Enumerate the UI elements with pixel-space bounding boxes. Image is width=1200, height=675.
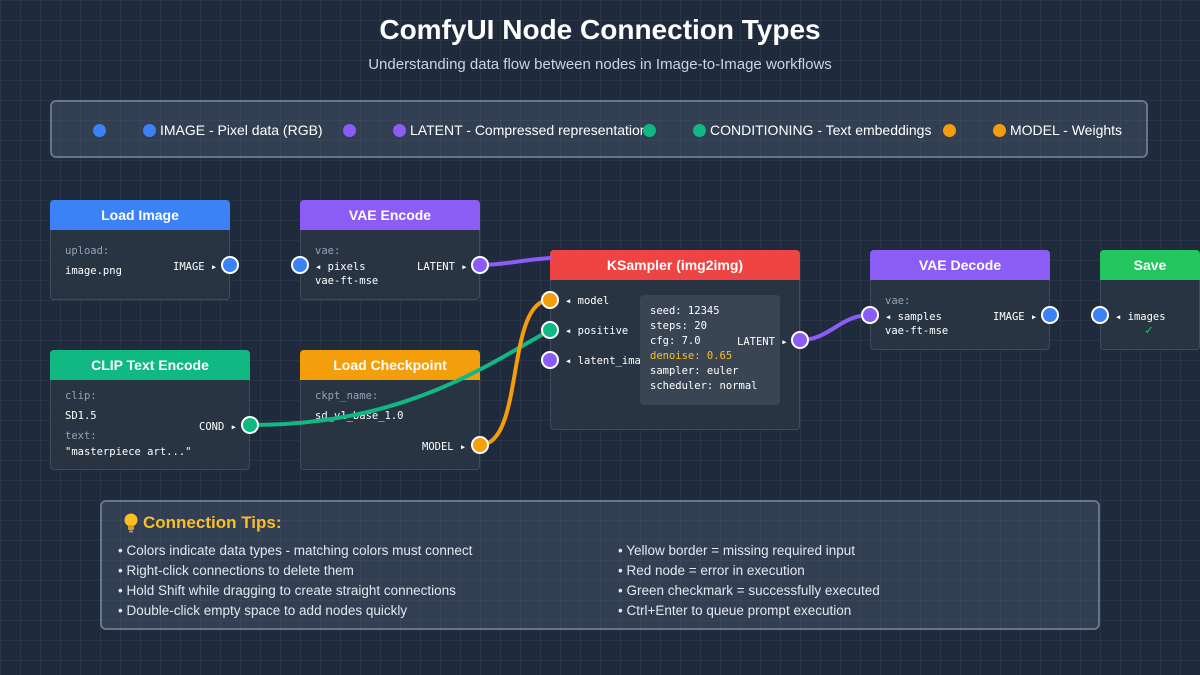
conditioning-color-swatch	[643, 124, 656, 137]
clip-output-port[interactable]	[241, 416, 259, 434]
latent-wire-sampler[interactable]	[798, 313, 872, 342]
vae-encode-pixels-port[interactable]	[291, 256, 309, 274]
ksampler-output-port[interactable]	[791, 331, 809, 349]
seed-param[interactable]: seed: 12345	[650, 305, 720, 317]
legend-model: MODEL - Weights	[1010, 122, 1123, 138]
node-title: CLIP Text Encode	[50, 350, 250, 380]
latent-color-swatch	[343, 124, 356, 137]
success-check-icon: ✓	[1145, 323, 1153, 338]
page-title: ComfyUI Node Connection Types	[379, 14, 821, 45]
model-input-label: ◂ model	[565, 295, 610, 307]
vae-label: vae:	[885, 295, 911, 307]
tip-item: • Ctrl+Enter to queue prompt execution	[618, 603, 852, 618]
latent-image-input-label: ◂ latent_image	[565, 355, 654, 367]
lightbulb-icon	[124, 513, 138, 533]
ksampler-latent-port[interactable]	[541, 351, 559, 369]
tip-item: • Green checkmark = successfully execute…	[618, 583, 880, 598]
ksampler-output-label: LATENT ▸	[737, 336, 788, 348]
node-title: VAE Encode	[300, 200, 480, 230]
samples-input-label: ◂ samples	[885, 311, 942, 323]
vae-value[interactable]: vae-ft-mse	[315, 275, 379, 287]
vae-encode-output-port[interactable]	[471, 256, 489, 274]
scheduler-param[interactable]: scheduler: normal	[650, 380, 758, 392]
node-title: KSampler (img2img)	[550, 250, 800, 280]
page-subtitle: Understanding data flow between nodes in…	[368, 56, 832, 73]
save-node[interactable]: Save	[1100, 250, 1200, 350]
clip-text-encode-node[interactable]: CLIP Text Encode	[50, 350, 250, 470]
checkpoint-output-port[interactable]	[471, 436, 489, 454]
denoise-param[interactable]: denoise: 0.65	[650, 350, 733, 362]
vae-decode-node[interactable]: VAE Decode	[870, 250, 1050, 350]
upload-value[interactable]: image.png	[65, 265, 122, 277]
prompt-text-value[interactable]: "masterpiece art..."	[65, 446, 192, 458]
load-image-output-port[interactable]	[221, 256, 239, 274]
save-images-port[interactable]	[1091, 306, 1109, 324]
model-wire[interactable]	[478, 298, 552, 447]
text-label: text:	[65, 430, 97, 442]
vae-decode-output-port[interactable]	[1041, 306, 1059, 324]
vae-label: vae:	[315, 245, 341, 257]
clip-value[interactable]: SD1.5	[65, 410, 97, 422]
tip-item: • Red node = error in execution	[618, 563, 805, 578]
tips-title: Connection Tips:	[143, 513, 282, 532]
tip-item: • Yellow border = missing required input	[618, 543, 855, 558]
node-title: Load Checkpoint	[300, 350, 480, 380]
cfg-param[interactable]: cfg: 7.0	[650, 335, 701, 347]
tip-item: • Hold Shift while dragging to create st…	[118, 583, 456, 598]
latent-output-label: LATENT ▸	[417, 261, 468, 273]
sampler-params-panel	[640, 295, 780, 405]
image-output-label: IMAGE ▸	[993, 311, 1038, 323]
ckpt-name-value[interactable]: sd_v1_base_1.0	[315, 410, 404, 422]
model-legend-dot	[993, 124, 1006, 137]
steps-param[interactable]: steps: 20	[650, 320, 707, 332]
legend-conditioning: CONDITIONING - Text embeddings	[710, 122, 932, 138]
tip-item: • Right-click connections to delete them	[118, 563, 354, 578]
image-color-swatch	[93, 124, 106, 137]
model-color-swatch	[943, 124, 956, 137]
latent-wire-encode[interactable]	[478, 256, 552, 267]
latent-legend-dot	[393, 124, 406, 137]
pixels-input-label: ◂ pixels	[315, 261, 366, 273]
node-title: Save	[1100, 250, 1200, 280]
positive-input-label: ◂ positive	[565, 325, 629, 337]
ckpt-name-label: ckpt_name:	[315, 390, 379, 402]
model-output-label: MODEL ▸	[422, 441, 467, 453]
legend-image: IMAGE - Pixel data (RGB)	[160, 122, 323, 138]
images-input-label: ◂ images	[1115, 311, 1166, 323]
connection-tips-panel	[100, 500, 1100, 630]
image-legend-dot	[143, 124, 156, 137]
ksampler-positive-port[interactable]	[541, 321, 559, 339]
legend-latent: LATENT - Compressed representation	[410, 122, 648, 138]
image-output-label: IMAGE ▸	[173, 261, 218, 273]
cond-output-label: COND ▸	[199, 421, 237, 433]
upload-label: upload:	[65, 245, 110, 257]
load-image-node[interactable]: Load Image	[50, 200, 230, 300]
sampler-param[interactable]: sampler: euler	[650, 365, 739, 377]
tip-item: • Double-click empty space to add nodes …	[118, 603, 408, 618]
ksampler-model-port[interactable]	[541, 291, 559, 309]
conditioning-legend-dot	[693, 124, 706, 137]
node-title: VAE Decode	[870, 250, 1050, 280]
clip-label: clip:	[65, 390, 97, 402]
node-title: Load Image	[50, 200, 230, 230]
type-legend	[50, 100, 1148, 158]
vae-value[interactable]: vae-ft-mse	[885, 325, 949, 337]
vae-decode-samples-port[interactable]	[861, 306, 879, 324]
tip-item: • Colors indicate data types - matching …	[118, 543, 473, 558]
vae-encode-node[interactable]: VAE Encode	[300, 200, 480, 300]
